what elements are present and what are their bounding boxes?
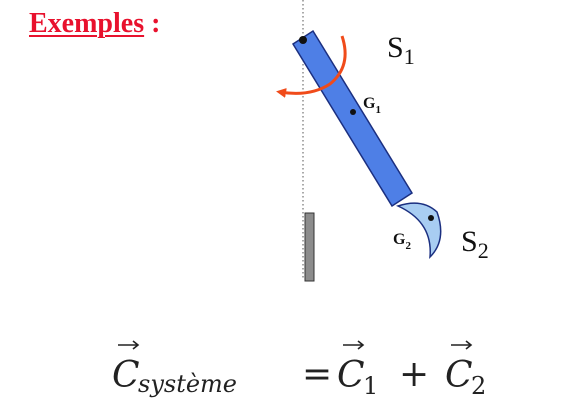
- label-g1: G1: [363, 95, 381, 116]
- rotation-arrow: [276, 35, 347, 98]
- vector-arrow-term2: [451, 340, 473, 350]
- label-s1-letter: S: [387, 31, 404, 64]
- formula: C système = C 1 + C 2: [112, 340, 486, 400]
- label-g1-letter: G: [363, 95, 376, 112]
- heading-colon: :: [151, 8, 161, 39]
- centre-of-mass-g1-dot: [350, 109, 356, 115]
- formula-lhs-symbol: C: [112, 355, 140, 396]
- vector-arrow-term1: [343, 340, 365, 350]
- label-s2: S2: [461, 225, 489, 263]
- centre-of-mass-g2-dot: [428, 215, 434, 221]
- formula-equals: =: [302, 354, 332, 395]
- heading: Exemples :: [29, 4, 160, 44]
- heading-word: Exemples: [29, 8, 145, 39]
- label-g2-letter: G: [393, 231, 406, 248]
- label-g2-index: 2: [405, 240, 411, 252]
- formula-term1-index: 1: [363, 372, 378, 400]
- formula-term2-index: 2: [471, 372, 486, 400]
- formula-term2-symbol: C: [445, 355, 473, 396]
- pivot-point: [299, 36, 307, 44]
- vector-arrow-lhs: [118, 340, 140, 350]
- formula-term1-symbol: C: [337, 355, 365, 396]
- label-s2-index: 2: [478, 238, 489, 263]
- label-s1-index: 1: [404, 44, 415, 69]
- formula-plus: +: [399, 354, 429, 395]
- label-s1: S1: [387, 31, 415, 69]
- label-s2-letter: S: [461, 225, 478, 258]
- rod-solid-s1: [291, 29, 414, 208]
- vector-arrows: [118, 340, 473, 350]
- formula-lhs-subscript: système: [138, 370, 237, 398]
- label-g1-index: 1: [375, 104, 381, 116]
- support-post: [304, 212, 315, 282]
- label-g2: G2: [393, 231, 411, 252]
